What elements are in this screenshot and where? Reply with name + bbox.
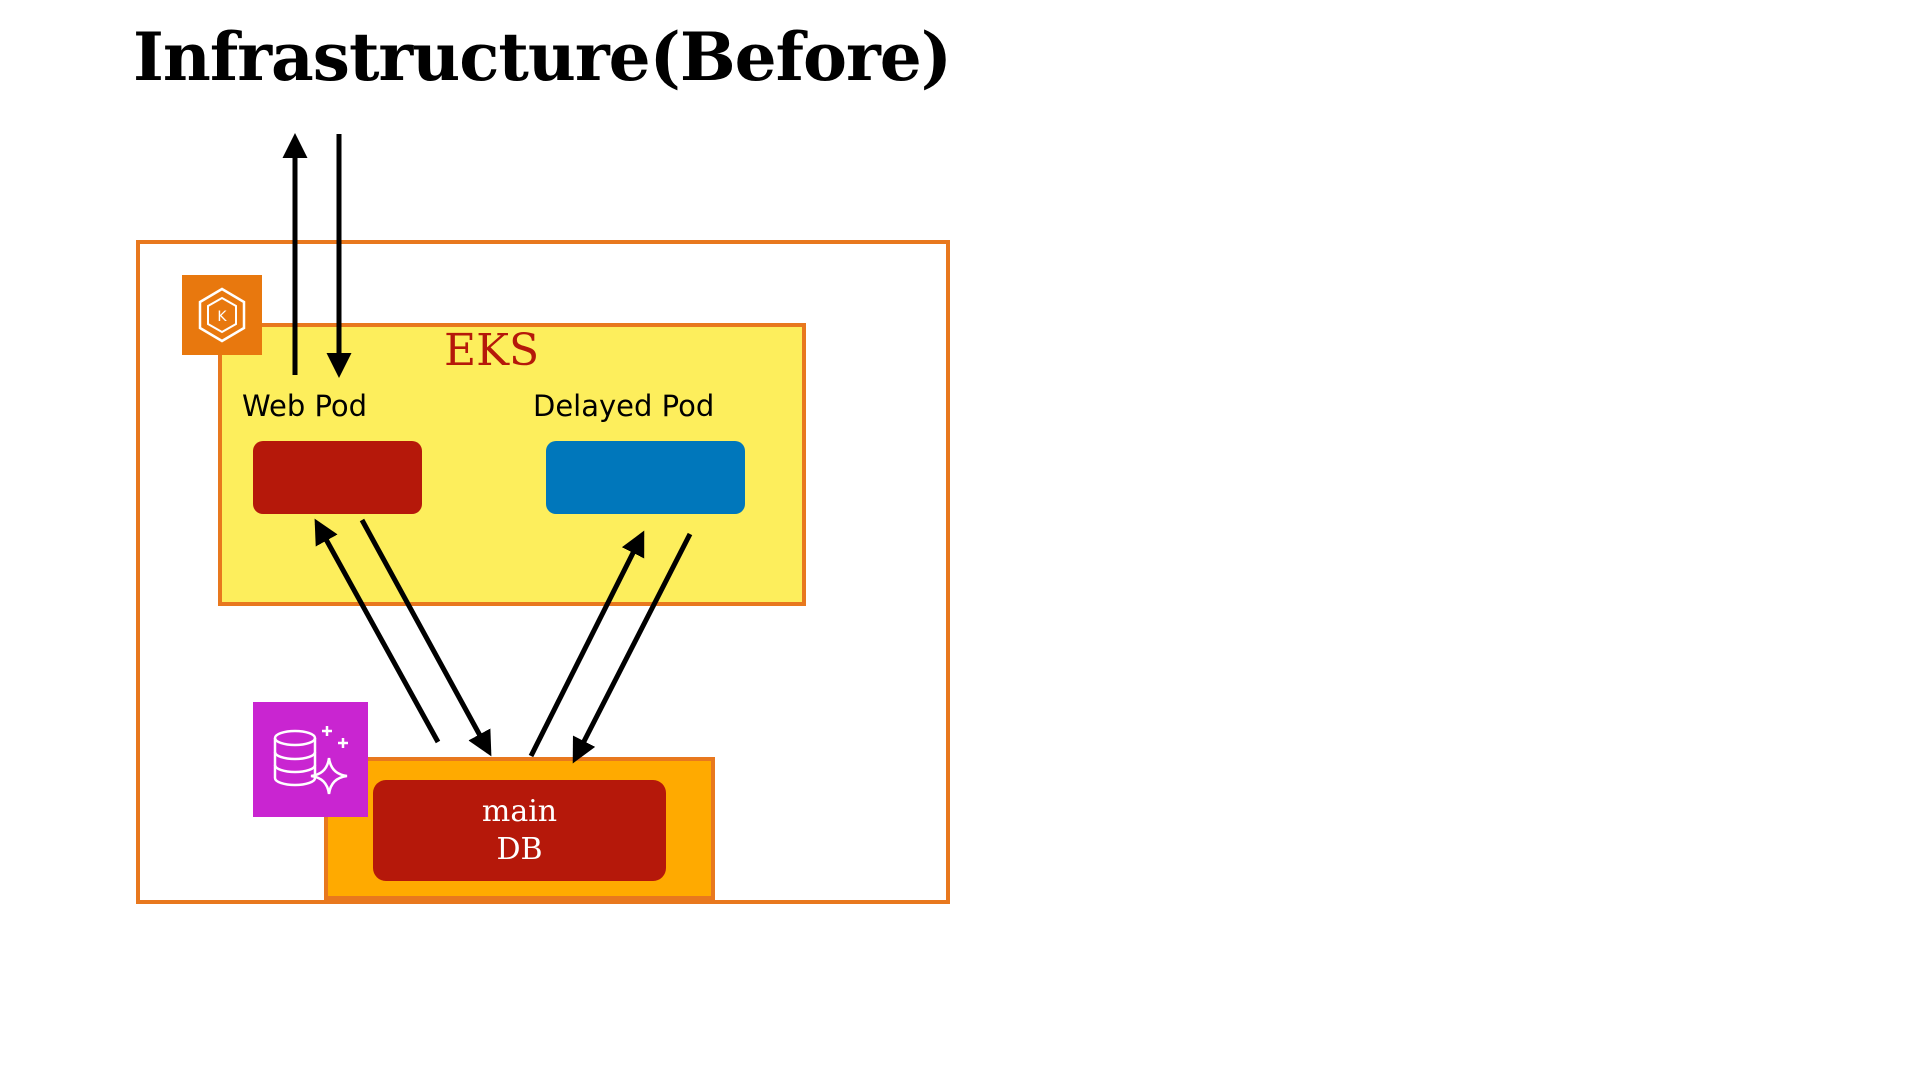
eks-kubernetes-icon: K [182, 275, 262, 355]
svg-text:K: K [217, 309, 227, 325]
db-label-line2: DB [496, 831, 543, 867]
delayed-pod-block [546, 441, 745, 514]
web-pod-label: Web Pod [242, 389, 368, 423]
web-pod-block [253, 441, 422, 514]
main-db-block: main DB [373, 780, 666, 881]
delayed-pod-label: Delayed Pod [533, 389, 715, 423]
eks-label: EKS [444, 325, 540, 376]
db-label-line1: main [481, 793, 558, 829]
page-title: Infrastructure(Before) [133, 18, 952, 96]
aurora-database-icon [253, 702, 368, 817]
